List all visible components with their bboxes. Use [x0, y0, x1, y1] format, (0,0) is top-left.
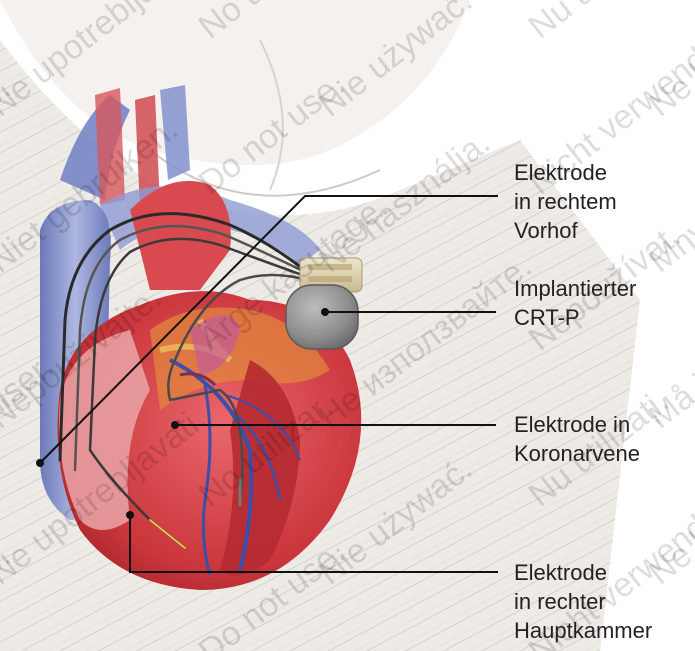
label-rv-lead-line-1: Elektrode — [514, 558, 692, 587]
label-rv-lead-line-2: in rechter — [514, 587, 692, 616]
label-ra-lead-line-3: Vorhof — [514, 216, 692, 245]
label-ra-lead-line-1: Elektrode — [514, 158, 692, 187]
label-device-line-2: CRT-P — [514, 303, 692, 332]
label-rv-lead-line-3: Hauptkammer — [514, 616, 692, 645]
label-ra-lead-line-2: in rechtem — [514, 187, 692, 216]
label-cs-lead-line-2: Koronarvene — [514, 439, 692, 468]
label-rv-lead: Elektrode in rechter Hauptkammer — [514, 558, 692, 645]
label-ra-lead: Elektrode in rechtem Vorhof — [514, 158, 692, 245]
label-cs-lead: Elektrode in Koronarvene — [514, 410, 692, 468]
label-device: Implantierter CRT-P — [514, 274, 692, 332]
label-cs-lead-line-1: Elektrode in — [514, 410, 692, 439]
label-device-line-1: Implantierter — [514, 274, 692, 303]
